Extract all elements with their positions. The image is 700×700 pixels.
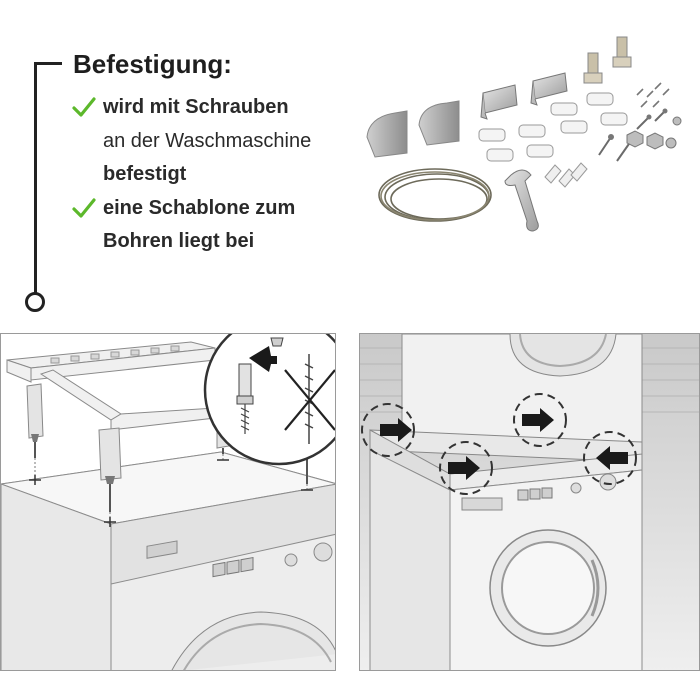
stacked-machines-illustration: [359, 333, 700, 671]
checkmark-icon: [72, 198, 96, 218]
point-1-line-3: befestigt: [103, 163, 187, 185]
arrow-icon: [249, 346, 277, 372]
point-2-line-2: Bohren liegt bei: [103, 230, 255, 252]
timeline-line: [34, 62, 37, 298]
checkmark-icon: [72, 97, 96, 117]
point-1-line-2: an der Waschmaschine: [103, 130, 312, 152]
timeline-cap: [34, 62, 62, 65]
point-2-line-1: eine Schablone zum: [103, 197, 296, 219]
mounting-kit-image: [355, 25, 700, 245]
point-1-line-1: wird mit Schrauben: [103, 96, 289, 118]
heading: Befestigung:: [73, 49, 232, 79]
timeline-end-dot: [25, 292, 45, 312]
drilling-template-illustration: [0, 333, 336, 671]
arrow-icon: [380, 408, 628, 480]
cross-icon: [284, 369, 335, 431]
